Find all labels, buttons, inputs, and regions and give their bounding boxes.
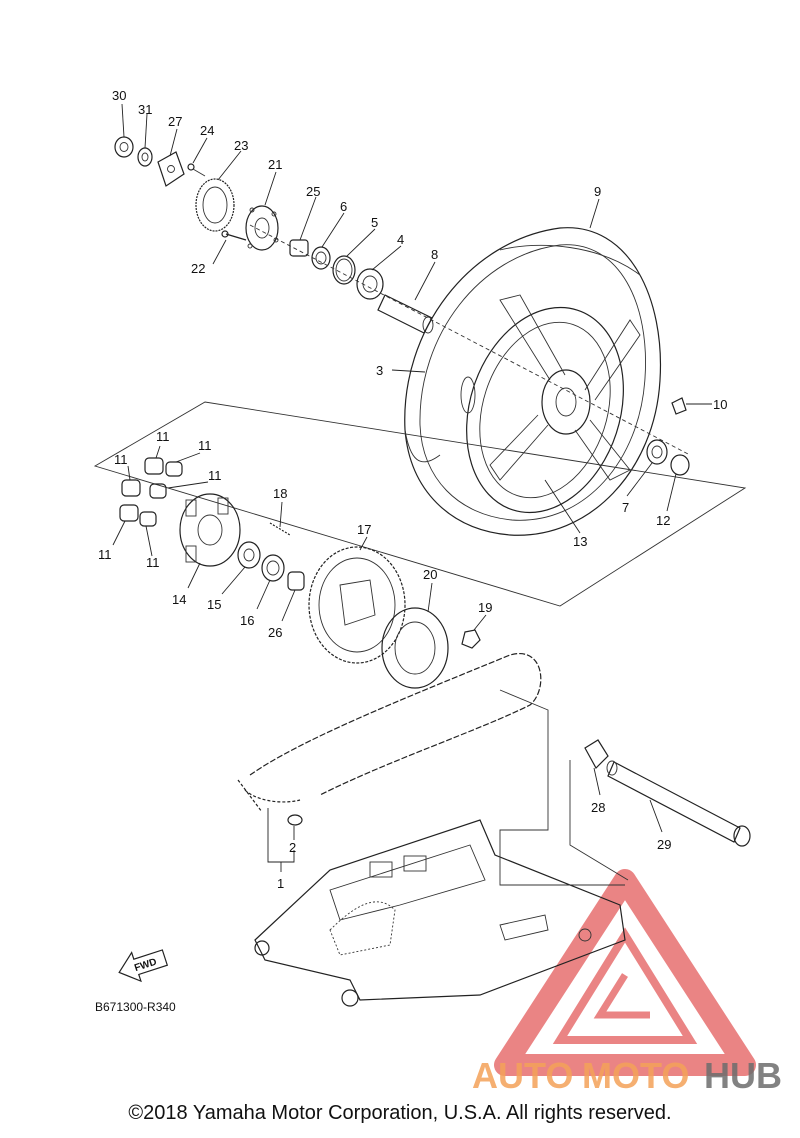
callout-1: 1	[277, 876, 284, 891]
stud-18	[269, 522, 291, 536]
callout-9: 9	[594, 184, 601, 199]
watermark-logo	[494, 869, 756, 1076]
bearing-4	[356, 268, 384, 300]
callout-3: 3	[376, 363, 383, 378]
bolt-24	[187, 163, 206, 177]
callout-13: 13	[573, 534, 587, 549]
diagram-code: B671300-R340	[95, 1000, 176, 1014]
watermark-hub: HUB	[704, 1055, 782, 1096]
hub-flange-21	[245, 205, 279, 251]
swingarm	[254, 819, 626, 1007]
sprocket-disc-23	[195, 178, 235, 232]
bearing-7	[646, 439, 668, 465]
wheel-3	[460, 294, 641, 514]
callout-11-d: 11	[208, 468, 222, 483]
callout-16: 16	[240, 613, 254, 628]
callout-25: 25	[306, 184, 320, 199]
valve-10	[671, 397, 687, 415]
callout-6: 6	[340, 199, 347, 214]
assembly-leader-lines	[499, 689, 625, 886]
copyright-notice: ©2018 Yamaha Motor Corporation, U.S.A. A…	[128, 1102, 672, 1124]
leader-lines	[112, 103, 712, 872]
callout-12: 12	[656, 513, 670, 528]
watermark-moto: MOTO	[582, 1055, 689, 1096]
collar-12	[670, 454, 690, 476]
circlip-5	[332, 255, 356, 285]
callout-19: 19	[478, 600, 492, 615]
callout-30: 30	[112, 88, 126, 103]
bearing-15	[237, 541, 261, 569]
callout-23: 23	[234, 138, 248, 153]
tire-9	[404, 227, 662, 536]
callout-8: 8	[431, 247, 438, 262]
fwd-arrow-icon	[118, 949, 169, 983]
callout-26: 26	[268, 625, 282, 640]
bolt-22	[221, 230, 247, 241]
master-link-2	[287, 814, 303, 826]
spacer-8	[377, 294, 434, 334]
callout-24: 24	[200, 123, 214, 138]
sprocket-17	[308, 546, 406, 664]
callout-27: 27	[168, 114, 182, 129]
nut-30	[114, 136, 134, 158]
watermark-auto: AUTO	[472, 1055, 573, 1096]
callout-7: 7	[622, 500, 629, 515]
callout-29: 29	[657, 837, 671, 852]
adjuster-plate-27	[157, 151, 185, 187]
chain-guard-20	[381, 607, 449, 689]
callout-21: 21	[268, 157, 282, 172]
nut-19	[461, 629, 481, 649]
callout-10: 10	[713, 397, 727, 412]
callout-22: 22	[191, 261, 205, 276]
callout-11-c: 11	[114, 452, 128, 467]
clutch-hub-14	[179, 493, 241, 567]
callout-4: 4	[397, 232, 404, 247]
callout-20: 20	[423, 567, 437, 582]
oil-seal-16	[261, 554, 285, 582]
callout-11-f: 11	[146, 555, 160, 570]
callout-14: 14	[172, 592, 186, 607]
callout-5: 5	[371, 215, 378, 230]
axle-29	[606, 760, 751, 847]
collar-26	[287, 571, 305, 591]
hub-group-outline	[93, 401, 747, 607]
dampers-11	[119, 457, 183, 527]
callout-17: 17	[357, 522, 371, 537]
callout-11-a: 11	[156, 429, 170, 444]
callout-31: 31	[138, 102, 152, 117]
callout-2: 2	[289, 840, 296, 855]
axle-centerline	[249, 224, 691, 456]
callout-28: 28	[591, 800, 605, 815]
adjuster-28	[584, 739, 609, 769]
callouts: 30 31 27 24 23 21 25 6 5 4 8 9 22 3 10 7…	[98, 88, 727, 891]
chain-1	[237, 652, 542, 813]
washer-31	[137, 147, 153, 167]
oil-seal-6	[311, 246, 331, 270]
callout-18: 18	[273, 486, 287, 501]
callout-11-e: 11	[98, 547, 112, 562]
collar-25	[289, 239, 309, 257]
callout-15: 15	[207, 597, 221, 612]
callout-11-b: 11	[198, 438, 212, 453]
